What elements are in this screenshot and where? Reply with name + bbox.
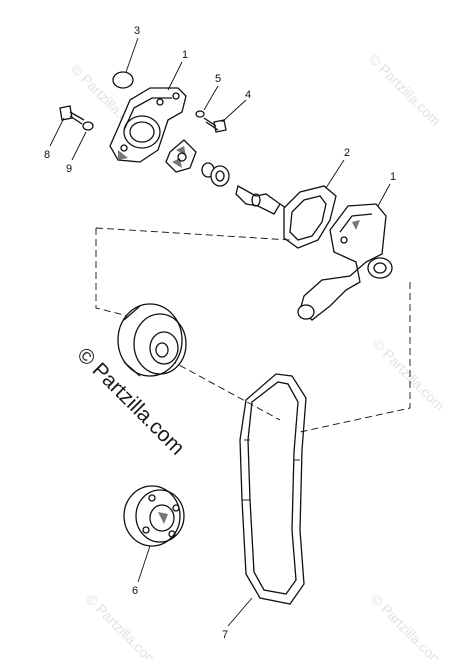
alignment-lines	[95, 227, 411, 433]
callout-9: 9	[66, 163, 72, 175]
leader-lines	[49, 37, 391, 627]
gasket	[283, 185, 337, 249]
callout-8: 8	[44, 149, 50, 161]
watermark-faint: © Partzilla.com	[368, 591, 446, 659]
watermark-faint: © Partzilla.com	[370, 336, 448, 414]
bolt-left	[59, 105, 85, 125]
washer-left	[82, 121, 94, 131]
callout-7: 7	[222, 629, 228, 641]
callout-3: 3	[134, 25, 140, 37]
crank-pulley	[123, 485, 185, 547]
callout-2: 2	[344, 147, 350, 159]
watermark-faint: © Partzilla.com	[366, 51, 444, 129]
pump-pulley	[117, 303, 187, 377]
callout-4: 4	[245, 89, 251, 101]
drive-belt	[239, 373, 307, 605]
callout-6: 6	[132, 585, 138, 597]
callout-1-cover: 1	[182, 49, 188, 61]
washer-upper	[195, 110, 205, 118]
pump-cover	[109, 87, 187, 163]
seal-and-bearing	[201, 162, 230, 187]
pump-shaft	[235, 185, 287, 215]
callout-5: 5	[215, 73, 221, 85]
callout-1-housing: 1	[390, 171, 396, 183]
watermark-faint: © Partzilla.com	[83, 591, 161, 659]
pump-housing	[297, 203, 393, 321]
callouts: 3 1 5 4 8 9 2 1 6 7	[44, 25, 396, 641]
bolt-upper	[203, 117, 227, 133]
impeller	[165, 139, 197, 173]
o-ring	[112, 71, 134, 89]
